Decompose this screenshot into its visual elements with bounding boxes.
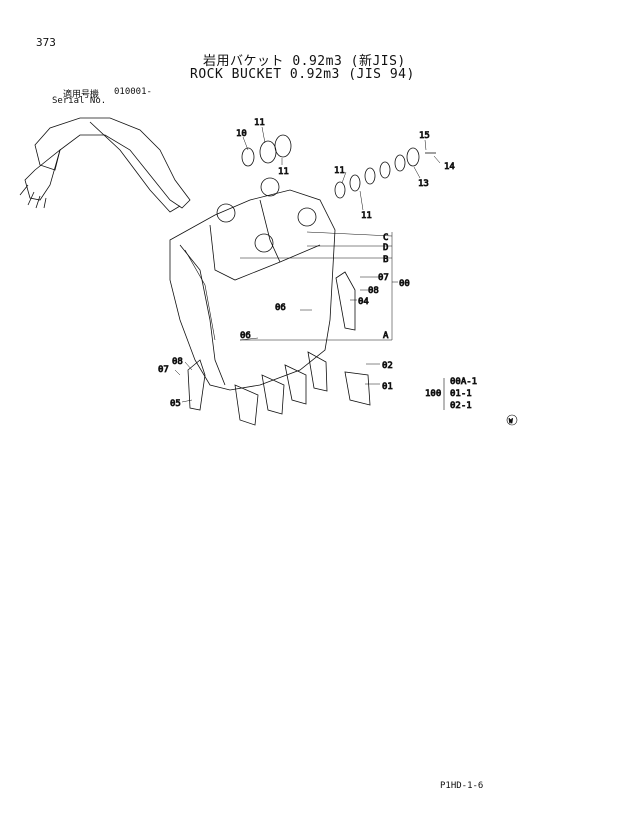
callout-D: D [383,243,388,253]
callout-C: C [383,233,388,243]
variant-group-number: 100 [425,389,441,399]
callout-05: 05 [170,399,181,409]
serial-value: 010001- [114,87,152,97]
callout-A: A [383,331,389,341]
svg-text:W: W [509,418,513,425]
callout-B: B [383,255,388,265]
variant-group: 100 00A-1 01-1 02-1 [425,377,478,412]
bucket-teeth [187,271,371,426]
callout-00: 00 [399,279,410,289]
callout-11c: 11 [334,166,345,176]
callout-06b: 06 [240,331,251,341]
leader-lines [174,126,441,403]
callout-11a: 11 [254,118,265,128]
side-cutter-upper [335,271,356,331]
callout-01: 01 [382,382,393,392]
callout-07-right: 07 [378,273,389,283]
variant-item-3: 02-1 [450,401,472,411]
tooth-point-detail [344,371,371,406]
title-japanese: 岩用バケット 0.92m3 (新JIS) [203,54,406,69]
page-number: 373 [36,36,56,49]
pin-washer-set-left [241,134,292,167]
callout-04: 04 [358,297,369,307]
serial-label-english: Serial No. [52,96,107,106]
title-english: ROCK BUCKET 0.92m3 (JIS 94) [190,67,415,82]
callout-08-right: 08 [368,286,379,296]
callout-11d: 11 [361,211,372,221]
side-cutter-detail [187,359,206,411]
callout-06a: 06 [275,303,286,313]
serial-label-japanese: 適用号機 [63,90,100,100]
variant-item-2: 01-1 [450,389,472,399]
callout-15: 15 [419,131,430,141]
callout-07-left: 07 [158,365,169,375]
callout-13: 13 [418,179,429,189]
circled-w-mark: W [506,414,518,425]
bucket-body [169,177,336,391]
pin-washer-set-right [334,147,436,199]
document-code: P1HD-1-6 [440,781,484,791]
callout-02: 02 [382,361,393,371]
callout-14: 14 [444,162,455,172]
excavator-thumbnail-icon [19,117,191,213]
variant-item-1: 00A-1 [450,377,477,387]
callout-10: 10 [236,129,247,139]
callout-08-left: 08 [172,357,183,367]
callout-11b: 11 [278,167,289,177]
